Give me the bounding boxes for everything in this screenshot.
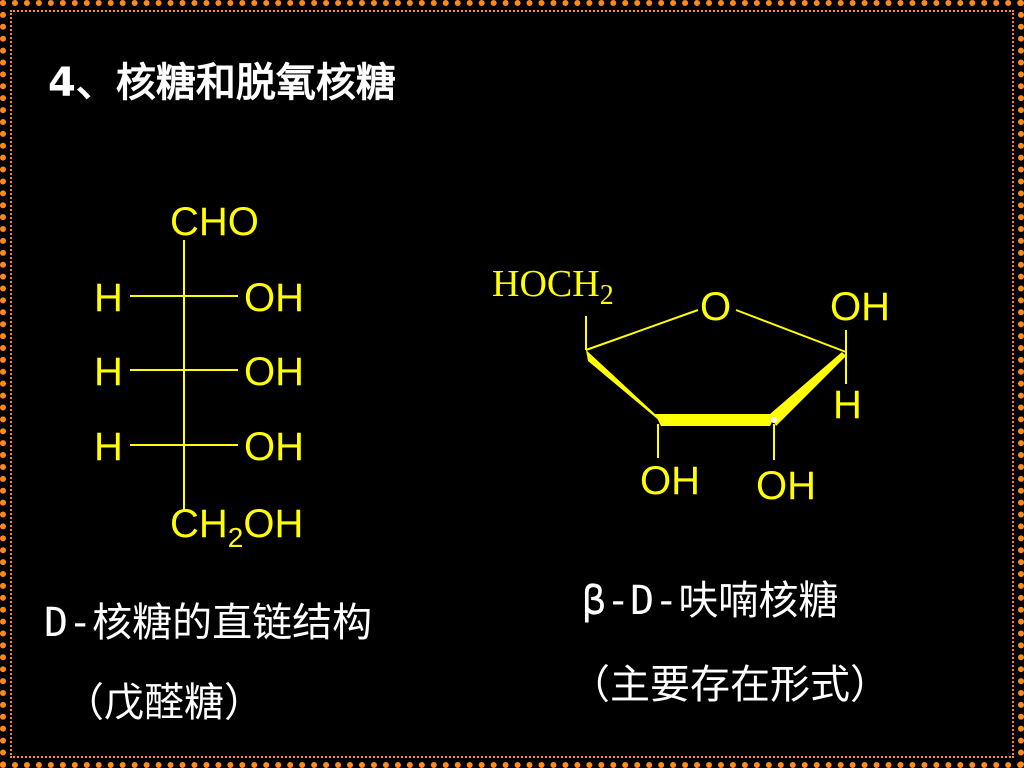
ring-bond-c4-o (585, 309, 699, 351)
linear-caption-line1: D-核糖的直链结构 (44, 590, 372, 648)
ring-caption-line2: （主要存在形式） (570, 662, 890, 708)
ring-c3-oh: OH (640, 459, 700, 503)
linear-ch2oh-sub: 2 (228, 522, 244, 553)
ring-caption-prefix: β-D- (582, 578, 679, 624)
linear-ch2oh-ch: CH (170, 502, 228, 546)
ring-caption-text: 呋喃核糖 (678, 578, 839, 624)
slide-title: 4、核糖和脱氧核糖 (48, 60, 396, 106)
linear-row3-oh: OH (244, 425, 304, 469)
linear-ch2oh: CH2OH (170, 502, 303, 553)
ring-hoch2: HOCH2 (492, 263, 614, 311)
ribose-furanose-ring: HOCH2 O OH H OH OH (492, 263, 890, 508)
ring-caption-line1: β-D-呋喃核糖 (582, 568, 838, 626)
linear-caption-line2: （戊醛糖） (64, 680, 264, 726)
slide-border-inner (10, 10, 1014, 758)
ring-c1-oh: OH (830, 285, 890, 329)
ring-wedge-c2-c1 (770, 352, 846, 426)
linear-row2-oh: OH (244, 350, 304, 394)
linear-row1-oh: OH (244, 276, 304, 320)
linear-ch2oh-oh: OH (243, 502, 303, 546)
ring-hoch2-main: HOCH (492, 263, 600, 305)
ring-wedge-c4-c3 (586, 350, 661, 422)
linear-cho: CHO (170, 200, 259, 244)
ring-c2-dot (771, 417, 777, 423)
ribose-linear-structure: CHO H OH H OH H OH CH2OH (94, 200, 304, 553)
linear-caption-prefix: D- (44, 600, 93, 646)
ring-oxygen: O (700, 285, 731, 329)
linear-row2-h: H (94, 350, 123, 394)
linear-row3-h: H (94, 425, 123, 469)
ring-bond-o-c1 (735, 309, 847, 353)
ring-wedge-c3-c2 (655, 414, 776, 426)
linear-row1-h: H (94, 276, 123, 320)
linear-caption-text: 核糖的直链结构 (92, 600, 373, 646)
ring-c2-oh: OH (756, 464, 816, 508)
ring-hoch2-sub: 2 (600, 280, 614, 311)
ring-c1-h: H (833, 383, 862, 427)
